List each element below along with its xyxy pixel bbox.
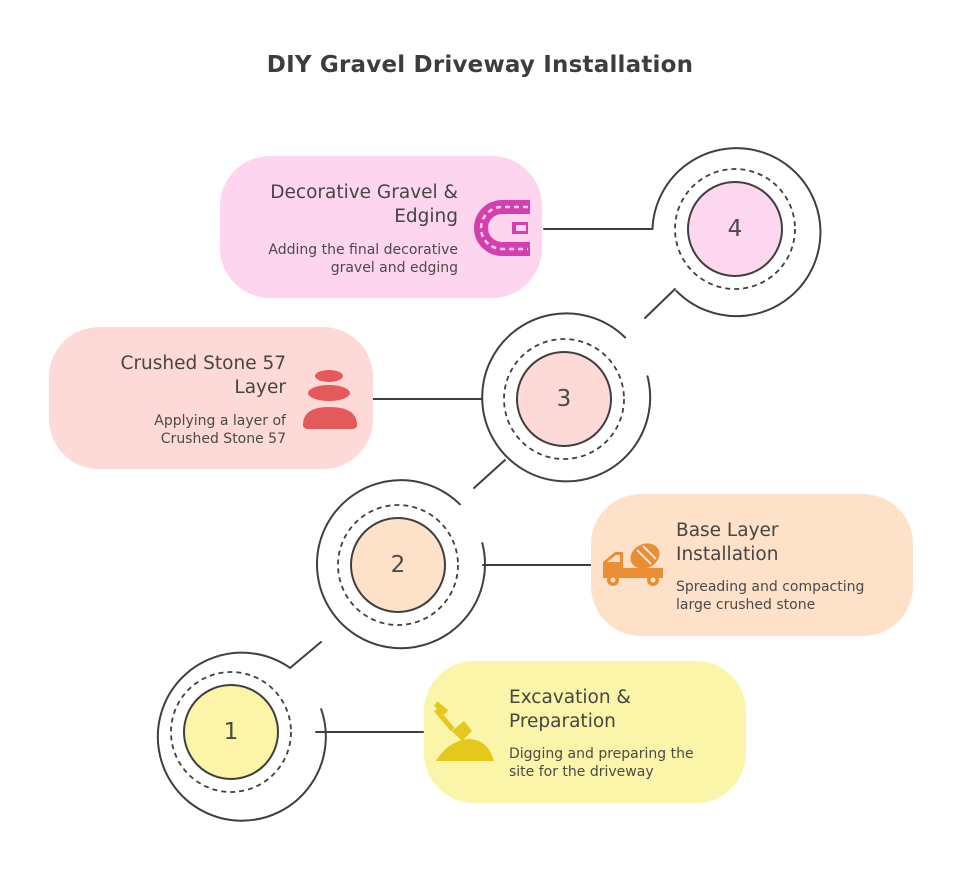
step-3-card: Crushed Stone 57 Layer Applying a layer …: [49, 327, 373, 469]
step-2-card: Base Layer Installation Spreading and co…: [591, 494, 913, 636]
step-4-description: Adding the final decorative gravel and e…: [268, 242, 458, 276]
cement-truck-icon: [603, 543, 663, 586]
step-1-card: Excavation & Preparation Digging and pre…: [424, 661, 746, 803]
step-2-circle: [350, 517, 446, 613]
step-3-circle: [516, 351, 612, 447]
step-2-to-3-connector: [473, 459, 506, 489]
step-4-circle: [687, 181, 783, 277]
step-1-outer-ring: [156, 651, 327, 822]
step-2-dashed-ring: [337, 504, 459, 626]
step-2-description: Spreading and compacting large crushed s…: [676, 579, 865, 613]
curved-road-icon: [474, 200, 530, 256]
step-1-circle: [183, 684, 279, 780]
stacked-stones-icon: [303, 370, 357, 429]
step-2-outer-ring: [315, 479, 486, 650]
step-4-title: Decorative Gravel & Edging: [270, 182, 458, 227]
step-3-dashed-ring: [503, 338, 625, 460]
shovel-dirt-icon: [434, 701, 494, 761]
diagram-title: DIY Gravel Driveway Installation: [266, 52, 694, 78]
step-3-description: Applying a layer of Crushed Stone 57: [154, 413, 286, 447]
step-3-title: Crushed Stone 57 Layer: [120, 353, 286, 398]
step-1-number: 1: [223, 719, 239, 745]
step-1-description: Digging and preparing the site for the d…: [509, 746, 694, 780]
step-1-title: Excavation & Preparation: [509, 687, 631, 732]
step-1-dashed-ring: [170, 671, 292, 793]
step-3-outer-ring: [481, 312, 652, 483]
step-3-number: 3: [556, 386, 572, 412]
step-3-to-4-connector: [644, 288, 676, 319]
step-4-card: Decorative Gravel & Edging Adding the fi…: [220, 156, 542, 298]
step-2-title: Base Layer Installation: [676, 520, 779, 565]
step-2-number: 2: [390, 552, 406, 578]
step-4-dashed-ring: [674, 168, 796, 290]
step-4-outer-ring: [651, 147, 822, 318]
step-1-to-2-connector: [289, 641, 322, 669]
step-4-number: 4: [727, 216, 743, 242]
